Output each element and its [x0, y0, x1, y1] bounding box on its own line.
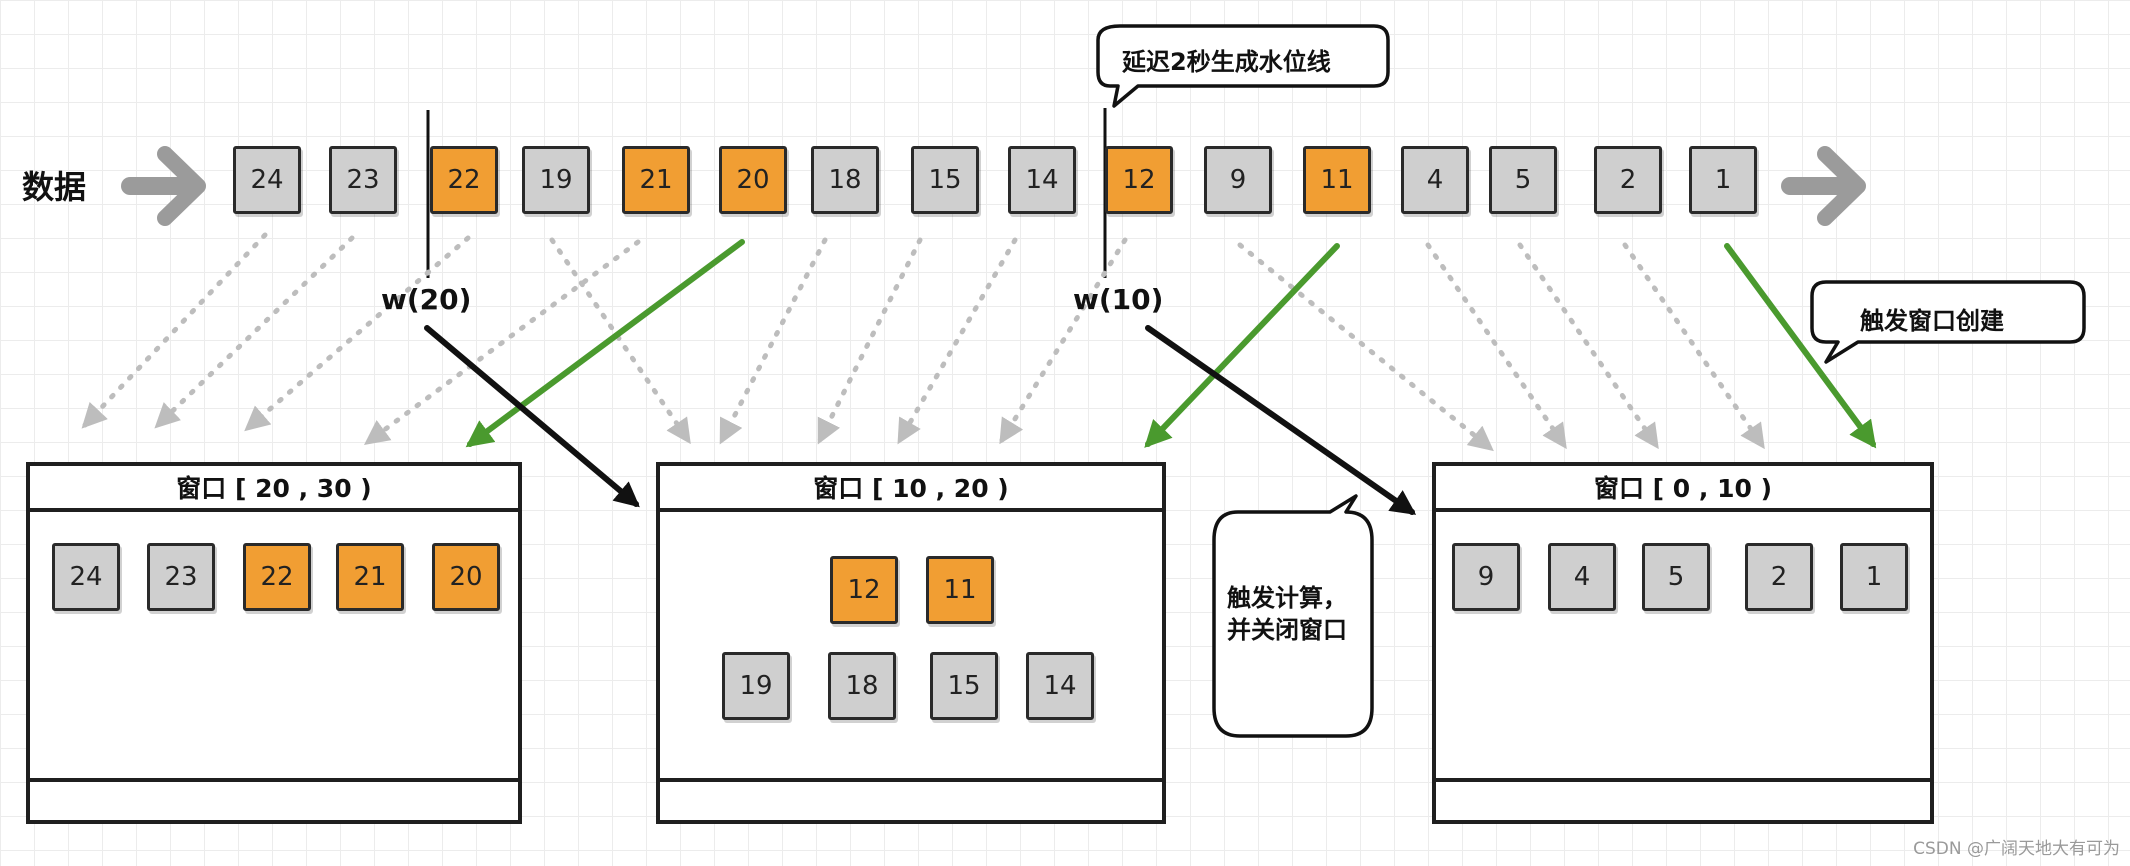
- dotted-arrow-18: [719, 237, 828, 445]
- dotted-arrow-9: [1237, 242, 1494, 452]
- stream-cell-4: 4: [1401, 146, 1469, 214]
- stream-direction-left-arrow: [121, 146, 206, 226]
- window-2-cell-9: 9: [1452, 543, 1520, 611]
- window-0-10: 窗口 [ 0 , 10 ): [1432, 462, 1934, 824]
- window-1-cell-12: 12: [830, 556, 898, 624]
- window-2-cell-4: 4: [1548, 543, 1616, 611]
- stream-cell-2: 2: [1594, 146, 1662, 214]
- window-10-20: 窗口 [ 10 , 20 ): [656, 462, 1166, 824]
- dotted-arrow-21: [363, 239, 641, 445]
- green-arrow-11-to-window-10-20: [1144, 243, 1340, 448]
- dotted-arrow-24: [81, 232, 268, 429]
- bubble-fire-text: 触发计算，并关闭窗口: [1227, 584, 1347, 644]
- window-footer: [660, 778, 1162, 820]
- window-footer: [30, 778, 518, 820]
- stream-cell-9: 9: [1204, 146, 1272, 214]
- stream-cell-20: 20: [719, 146, 787, 214]
- stream-cell-15: 15: [911, 146, 979, 214]
- bubble-delay-text: 延迟2秒生成水位线: [1122, 48, 1331, 76]
- window-0-cell-20: 20: [432, 543, 500, 611]
- bubble-fire-shape: [1212, 494, 1374, 738]
- black-arrow-w20-to-window-10-20: [424, 325, 640, 508]
- stream-cell-12: 12: [1105, 146, 1173, 214]
- window-title: 窗口 [ 10 , 20 ): [660, 466, 1162, 512]
- stream-cell-19: 19: [522, 146, 590, 214]
- window-1-cell-15: 15: [930, 652, 998, 720]
- green-arrow-20-to-window-20-30: [465, 239, 745, 448]
- watermark-label-20: w(20): [381, 283, 472, 316]
- bubble-create-shape: [1810, 280, 2086, 364]
- window-2-cell-1: 1: [1840, 543, 1908, 611]
- dotted-arrow-14: [897, 237, 1018, 445]
- window-1-cell-18: 18: [828, 652, 896, 720]
- dotted-arrow-22: [244, 235, 471, 432]
- stream-label: 数据: [22, 168, 87, 206]
- stream-cell-14: 14: [1008, 146, 1076, 214]
- bubble-create-text: 触发窗口创建: [1860, 307, 2004, 335]
- dotted-assignment-arrows: [81, 232, 1765, 452]
- stream-cell-5: 5: [1489, 146, 1557, 214]
- watermark-label-10: w(10): [1073, 283, 1164, 316]
- window-2-cell-2: 2: [1745, 543, 1813, 611]
- window-title: 窗口 [ 20 , 30 ): [30, 466, 518, 512]
- black-arrow-w10-to-window-0-10: [1145, 325, 1417, 515]
- dotted-arrow-15: [817, 237, 923, 445]
- dotted-arrow-19: [549, 237, 691, 445]
- stream-cell-1: 1: [1689, 146, 1757, 214]
- dotted-arrow-4: [1425, 242, 1567, 450]
- window-1-cell-11: 11: [926, 556, 994, 624]
- window-0-cell-21: 21: [336, 543, 404, 611]
- window-20-30: 窗口 [ 20 , 30 ): [26, 462, 522, 824]
- stream-cell-22: 22: [430, 146, 498, 214]
- window-title: 窗口 [ 0 , 10 ): [1436, 466, 1930, 512]
- window-2-cell-5: 5: [1642, 543, 1710, 611]
- stream-cell-21: 21: [622, 146, 690, 214]
- dotted-arrow-12: [999, 237, 1128, 445]
- stream-cell-11: 11: [1303, 146, 1371, 214]
- window-footer: [1436, 778, 1930, 820]
- window-0-cell-24: 24: [52, 543, 120, 611]
- window-0-cell-22: 22: [243, 543, 311, 611]
- credit-watermark: CSDN @广阔天地大有可为: [1913, 839, 2120, 859]
- green-arrow-1-to-window-0-10: [1724, 243, 1877, 449]
- dotted-arrow-23: [154, 235, 355, 429]
- dotted-arrow-5: [1517, 242, 1659, 450]
- stream-cell-24: 24: [233, 146, 301, 214]
- window-1-cell-14: 14: [1026, 652, 1094, 720]
- stream-cell-23: 23: [329, 146, 397, 214]
- window-1-cell-19: 19: [722, 652, 790, 720]
- window-0-cell-23: 23: [147, 543, 215, 611]
- bubble-delay-shape: [1096, 24, 1390, 108]
- stream-direction-right-arrow: [1781, 146, 1866, 226]
- stream-cell-18: 18: [811, 146, 879, 214]
- dotted-arrow-2: [1622, 242, 1765, 450]
